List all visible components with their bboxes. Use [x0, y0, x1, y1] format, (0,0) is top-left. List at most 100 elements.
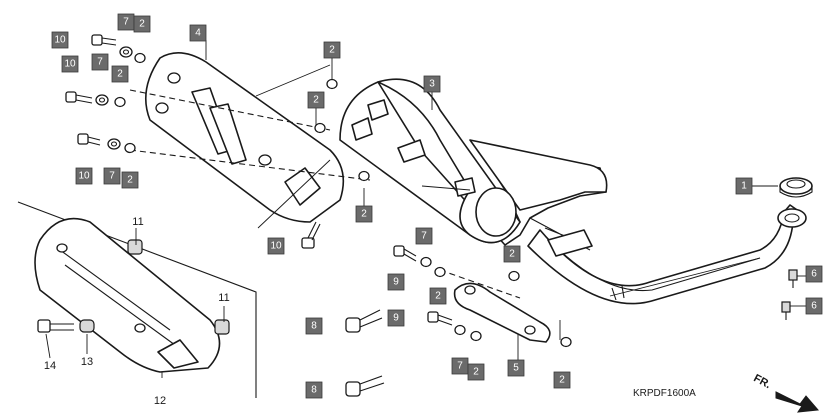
nut-2-low: [124, 142, 136, 154]
part-label-12: 12: [154, 395, 166, 407]
stud-bolt-upper: [788, 269, 798, 288]
part-label-11-upper: 11: [132, 216, 143, 228]
heat-shield: [144, 52, 345, 223]
callout-label: 7: [421, 231, 427, 242]
nut-2-stay: [508, 270, 520, 282]
callout-box: 2: [307, 91, 325, 109]
callout-label: 2: [329, 45, 335, 56]
nut-2-center: [314, 122, 326, 134]
callout-label: 6: [811, 301, 817, 312]
heat-guard-inset: [34, 217, 221, 373]
callout-label: 1: [741, 181, 747, 192]
callout-label: 10: [270, 241, 282, 252]
callout-label: 2: [361, 209, 367, 220]
callout-box: 2: [503, 245, 521, 263]
callout-label: 10: [64, 59, 76, 70]
callout-box: 4: [189, 24, 207, 42]
callout-box: 2: [111, 65, 129, 83]
callout-box: 8: [305, 317, 323, 335]
callout-box: 10: [61, 55, 79, 73]
callout-label: 5: [513, 363, 519, 374]
callout-box: 10: [267, 237, 285, 255]
callout-label: 2: [139, 19, 145, 30]
alignment-lines: [129, 89, 521, 299]
bolt-10-top: [91, 34, 117, 46]
nut-2-stay-end: [560, 336, 572, 348]
callout-label: 6: [811, 269, 817, 280]
bolt-9-lower: [427, 311, 453, 326]
gasket: [779, 177, 813, 198]
washer-7-stay: [454, 324, 466, 336]
callout-box: 1: [735, 177, 753, 195]
part-label-14: 14: [44, 360, 56, 372]
bolt-8-upper: [345, 309, 383, 333]
callout-label: 7: [123, 17, 129, 28]
bolt-10-guard: [301, 221, 321, 249]
callout-label: 7: [109, 171, 115, 182]
callout-label: 2: [473, 367, 479, 378]
callout-box: 7: [91, 53, 109, 71]
nut-2-bracket: [434, 266, 446, 278]
inset-washer: [79, 319, 95, 333]
callout-label: 2: [509, 249, 515, 260]
callout-box: 6: [805, 265, 823, 283]
washer-7-bracket: [420, 256, 432, 268]
bolt-10-low: [77, 133, 101, 146]
collar-lower: [214, 319, 230, 335]
callout-box: 7: [451, 357, 469, 375]
nut-2-mid: [114, 96, 126, 108]
callout-box: 9: [387, 273, 405, 291]
nut-2-upper-muffler: [326, 78, 338, 90]
washer-7-low: [107, 138, 121, 150]
nut-2-top: [134, 52, 146, 64]
callout-box: 5: [507, 359, 525, 377]
nut-2-guard: [358, 170, 370, 182]
stay-plate: [453, 282, 551, 343]
nut-2-stay-lower: [470, 330, 482, 342]
callout-box: 7: [117, 13, 135, 31]
callout-label: 9: [393, 277, 399, 288]
callout-label: 10: [54, 35, 66, 46]
callout-box: 9: [387, 309, 405, 327]
callout-label: 3: [429, 79, 435, 90]
collar-upper: [127, 239, 143, 255]
bolt-10-mid: [65, 91, 93, 104]
inset-bolt: [37, 319, 74, 333]
diagram-code: KRPDF1600A: [633, 388, 696, 399]
callout-box: 2: [429, 287, 447, 305]
callout-label: 2: [117, 69, 123, 80]
callout-box: 2: [355, 205, 373, 223]
callout-label: 2: [313, 95, 319, 106]
callout-label: 2: [559, 375, 565, 386]
callout-label: 8: [311, 385, 317, 396]
callout-box: 7: [415, 227, 433, 245]
callout-label: 7: [457, 361, 463, 372]
callout-box: 8: [305, 381, 323, 399]
callout-label: 2: [127, 175, 133, 186]
callout-box: 2: [467, 363, 485, 381]
callout-label: 8: [311, 321, 317, 332]
muffler-body: [339, 78, 608, 257]
callout-box: 2: [133, 15, 151, 33]
part-label-13: 13: [81, 356, 93, 368]
callout-box: 6: [805, 297, 823, 315]
stud-bolt-lower: [781, 301, 791, 320]
washer-7-top: [119, 46, 133, 58]
exhaust-pipe: [527, 204, 807, 305]
washer-7-mid: [95, 94, 109, 106]
callout-box: 2: [121, 171, 139, 189]
callout-box: 7: [103, 167, 121, 185]
bolt-9-upper: [393, 245, 417, 262]
callout-box: 10: [51, 31, 69, 49]
callout-box: 10: [75, 167, 93, 185]
part-label-11-lower: 11: [218, 292, 229, 304]
callout-box: 2: [553, 371, 571, 389]
callout-box: 2: [323, 41, 341, 59]
callout-label: 4: [195, 28, 201, 39]
bolt-8-lower: [345, 375, 385, 397]
direction-label: FR.: [752, 372, 773, 391]
callout-box: 3: [423, 75, 441, 93]
callout-label: 2: [435, 291, 441, 302]
forward-arrow-icon: FR.: [752, 372, 820, 413]
